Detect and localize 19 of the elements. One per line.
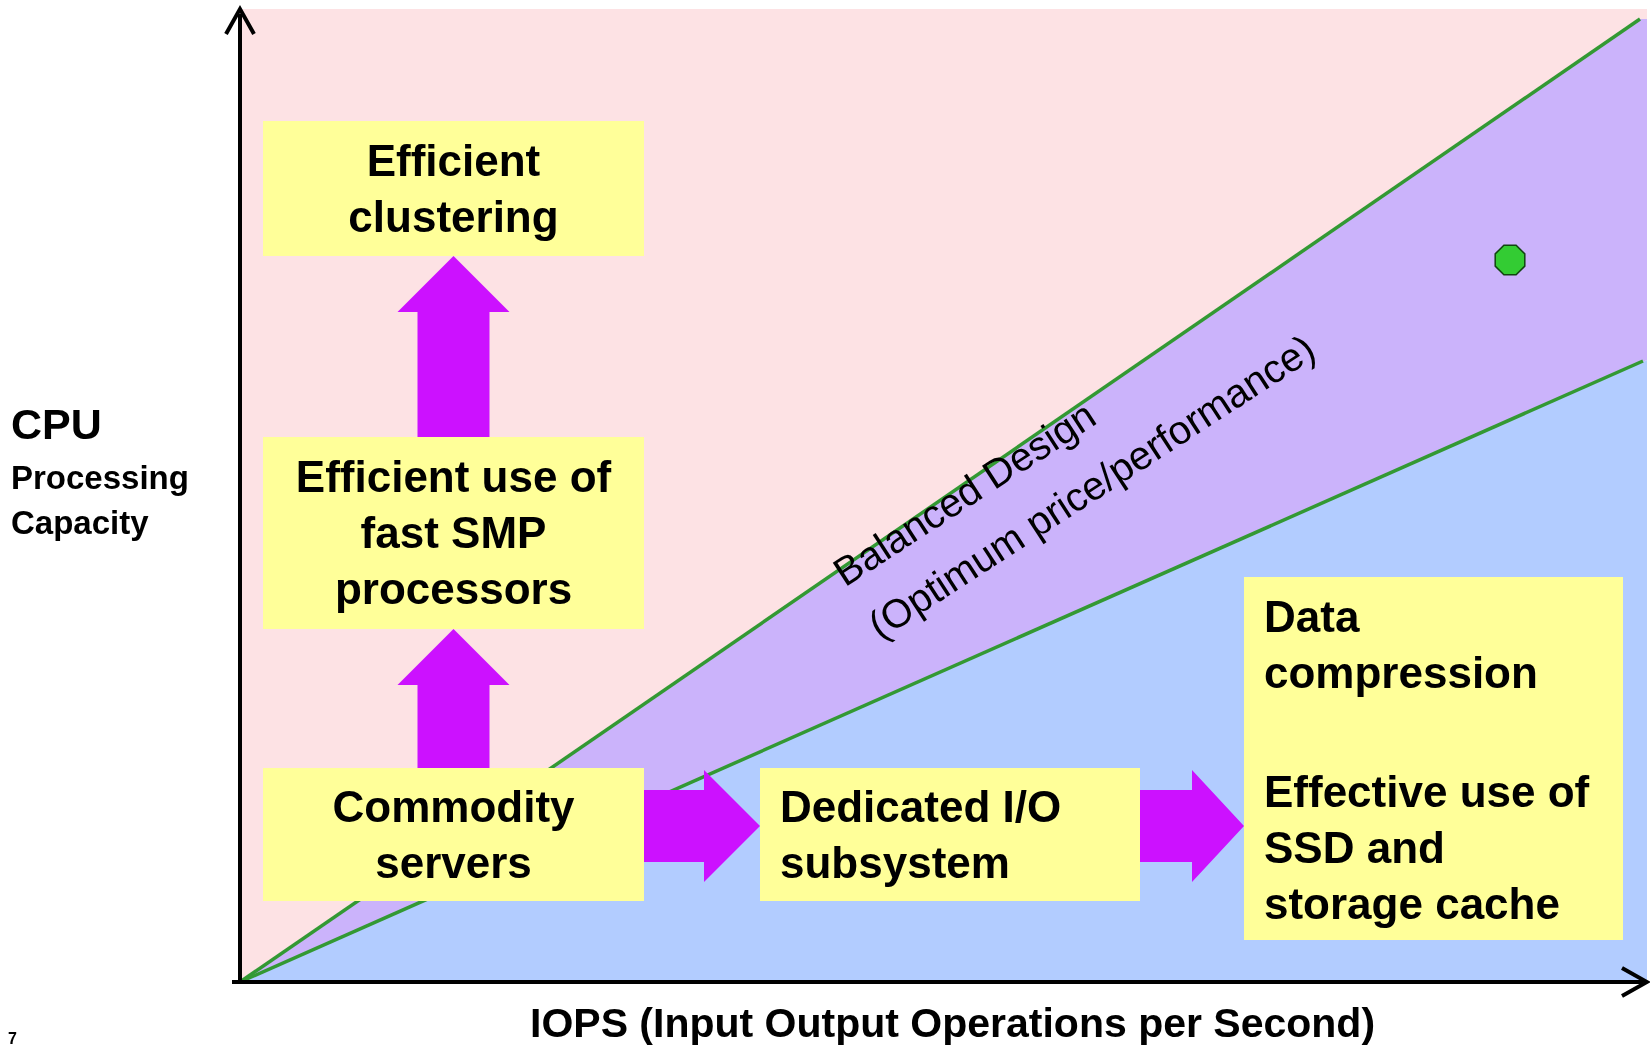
box-text: Data compression: [1264, 591, 1539, 699]
box-text: Efficient use of fast SMP processors: [294, 451, 613, 615]
block-arrow: [397, 629, 510, 768]
box-text: Commodity servers: [331, 780, 576, 889]
axis-title: IOPS (Input Output Operations per Second): [530, 1000, 1376, 1047]
block-arrow: [1140, 770, 1244, 882]
box-text: Effective use of SSD and storage cache: [1264, 766, 1591, 931]
page-number: 7: [8, 1030, 17, 1048]
block-arrow: [397, 256, 510, 437]
box-text: Dedicated I/O subsystem: [780, 780, 1063, 889]
text-box: [760, 768, 1140, 901]
text-box: [263, 437, 644, 629]
block-arrow: [644, 770, 760, 882]
box-text: Efficient clustering: [347, 134, 560, 243]
text-box: [263, 768, 644, 901]
text-box: [263, 121, 644, 256]
axis-title: CPU: [11, 400, 102, 449]
axis-subtitle: Processing Capacity: [11, 458, 190, 543]
text-box: [1244, 577, 1623, 940]
